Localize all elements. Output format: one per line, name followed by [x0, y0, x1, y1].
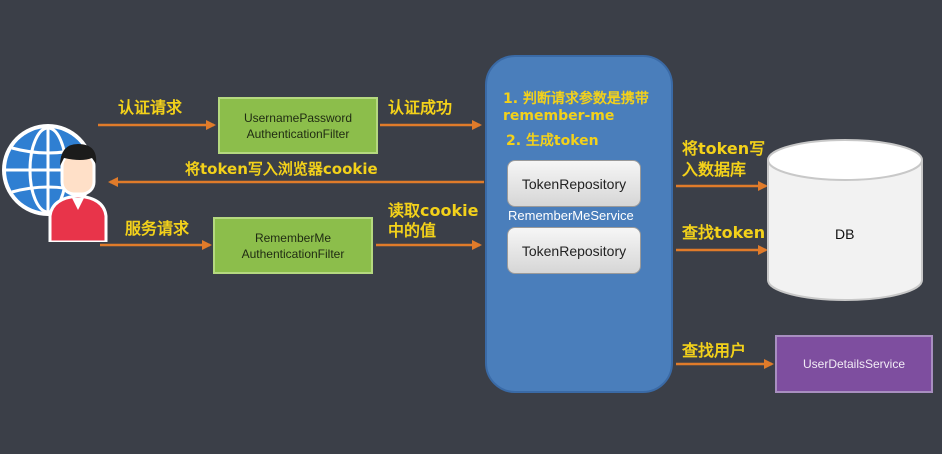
label-read-cookie-line2: 中的值 — [388, 221, 437, 240]
label-find-user: 查找用户 — [682, 341, 747, 360]
label-read-cookie-line1: 读取cookie — [388, 201, 479, 220]
step1-line1: 1. 判断请求参数是携带 — [503, 91, 649, 107]
label-write-db-line2: 入数据库 — [682, 160, 747, 179]
user-details-service-box: UserDetailsService — [775, 335, 933, 393]
remember-me-filter-box: RememberMe AuthenticationFilter — [213, 217, 373, 274]
rememberme-filter-line2: AuthenticationFilter — [241, 246, 345, 261]
token-repository-bottom: TokenRepository — [507, 227, 641, 274]
label-find-token: 查找token — [682, 223, 766, 242]
username-filter-line1: UsernamePassword — [243, 110, 353, 125]
rememberme-filter-line1: RememberMe — [254, 230, 331, 245]
label-write-cookie: 将token写入浏览器cookie — [185, 160, 378, 178]
label-write-db-line1: 将token写 — [682, 139, 766, 158]
username-filter-line2: AuthenticationFilter — [246, 126, 350, 141]
remember-me-service-panel — [485, 55, 673, 393]
label-service-request: 服务请求 — [125, 219, 190, 238]
step2: 2. 生成token — [506, 133, 599, 149]
label-auth-request: 认证请求 — [118, 98, 183, 117]
user-with-globe-icon — [2, 124, 108, 242]
step1-line2: remember-me — [503, 108, 615, 124]
remember-me-service-label: RememberMeService — [508, 208, 634, 223]
db-label: DB — [835, 226, 855, 242]
label-auth-success: 认证成功 — [388, 98, 453, 117]
database-cylinder-icon — [767, 139, 923, 301]
username-password-filter-box: UsernamePassword AuthenticationFilter — [218, 97, 378, 154]
token-repository-top: TokenRepository — [507, 160, 641, 207]
